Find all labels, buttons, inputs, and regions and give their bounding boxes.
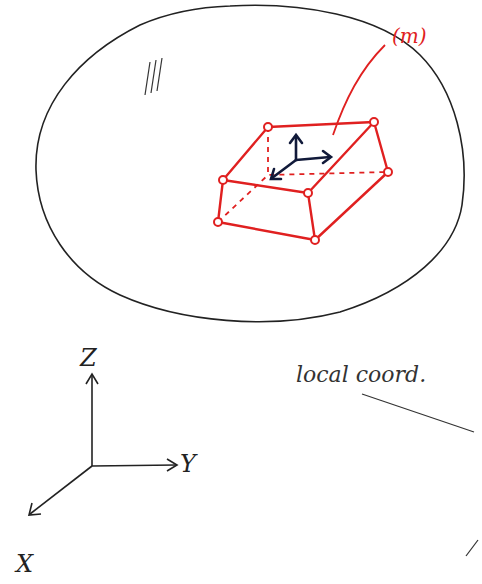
- leader-line: [362, 394, 478, 556]
- global-axes: [29, 374, 177, 515]
- axis-label: Z: [80, 346, 97, 370]
- axis-label: Y: [180, 452, 196, 476]
- nodes: [214, 118, 392, 244]
- body-outline: [36, 5, 464, 321]
- element-box: [218, 45, 388, 240]
- callout-label: (m): [392, 26, 427, 46]
- note-label: local coord.: [296, 364, 426, 386]
- axis-label: X: [16, 552, 33, 576]
- local-axes: [271, 135, 331, 179]
- hatch: [145, 58, 162, 95]
